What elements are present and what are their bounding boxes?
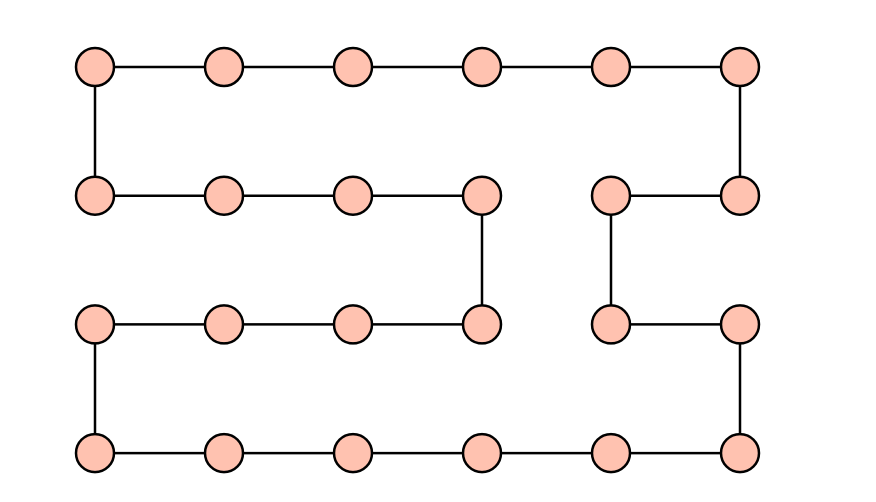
node-r0c3: [461, 46, 503, 88]
node-r3c4: [590, 432, 632, 474]
node-r1c4: [590, 175, 632, 216]
node-r3c3: [461, 432, 503, 474]
node-r1c5: [719, 175, 761, 216]
node-r0c5: [719, 46, 761, 88]
node-r2c4: [590, 304, 632, 345]
node-r2c0: [74, 304, 116, 345]
node-r2c1: [203, 304, 245, 345]
node-r2c2: [332, 304, 374, 345]
node-r3c2: [332, 432, 374, 474]
node-r0c0: [74, 46, 116, 88]
node-r3c0: [74, 432, 116, 474]
edge-layer: [93, 65, 742, 455]
node-r1c1: [203, 175, 245, 216]
node-r0c1: [203, 46, 245, 88]
node-r3c1: [203, 432, 245, 474]
node-r0c4: [590, 46, 632, 88]
node-r1c2: [332, 175, 374, 216]
node-r3c5: [719, 432, 761, 474]
node-r1c0: [74, 175, 116, 216]
node-r1c3: [461, 175, 503, 216]
node-layer: [74, 46, 761, 474]
node-r2c3: [461, 304, 503, 345]
node-r2c5: [719, 304, 761, 345]
node-r0c2: [332, 46, 374, 88]
